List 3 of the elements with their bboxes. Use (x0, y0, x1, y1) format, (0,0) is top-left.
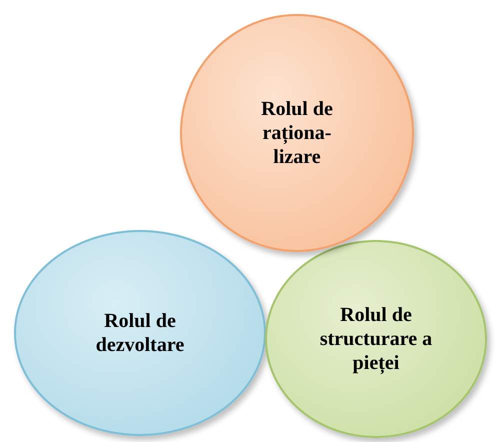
ellipse-label: Rolul de structurare a pieței (318, 303, 434, 375)
ellipse-label: Rolul de raționa-lizare (260, 97, 334, 169)
ellipse-label: Rolul de dezvoltare (94, 309, 186, 357)
